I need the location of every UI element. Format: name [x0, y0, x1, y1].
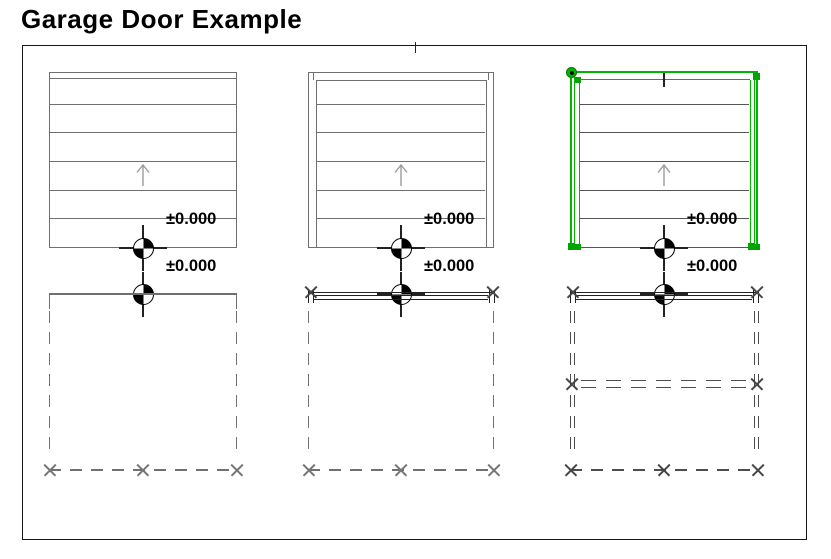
panel-line: [317, 218, 485, 219]
level-datum-icon: [653, 283, 675, 305]
level-label-top: ±0.000: [424, 210, 475, 228]
panel-line: [50, 190, 236, 191]
grip-handle[interactable]: [748, 243, 755, 250]
panel-line: [50, 131, 236, 133]
plan-header-top: [570, 291, 758, 294]
plan-header-mid: [314, 295, 488, 297]
panel-line: [317, 104, 485, 105]
plan-header-bottom: [576, 298, 752, 300]
level-label-bottom: ±0.000: [687, 256, 738, 275]
track-dashed-line: [581, 380, 747, 382]
grip-handle[interactable]: [754, 244, 760, 250]
panel-line: [580, 190, 749, 192]
plan-dashed-side: [307, 311, 309, 457]
plan-corner-drop: [235, 294, 237, 309]
grip-origin-icon[interactable]: [566, 67, 577, 78]
panel-line: [50, 77, 236, 79]
up-arrow-icon: [393, 163, 409, 187]
panel-line: [317, 190, 485, 191]
level-datum-icon: [653, 237, 675, 259]
panel-line: [317, 161, 485, 162]
panel-line: [580, 131, 749, 133]
frame-notch: [488, 73, 490, 80]
panel-line: [580, 218, 749, 220]
sheet-center-tick: [414, 41, 417, 53]
plan-dashed-side: [235, 311, 238, 457]
level-datum-icon: [390, 237, 412, 259]
top-center-tick: [663, 73, 665, 87]
panel-line: [580, 161, 749, 163]
plan-dashed-side: [493, 311, 495, 457]
drawing-border: [22, 45, 807, 540]
selected-jamb-line: [574, 73, 576, 247]
level-datum-icon: [132, 237, 154, 259]
selected-jamb-line: [754, 73, 756, 247]
plan-top-line: [49, 293, 237, 295]
page-title: Garage Door Example: [21, 4, 303, 34]
x-mark-icon: [751, 464, 764, 477]
track-dashed-line: [581, 386, 747, 388]
panel-line: [580, 104, 749, 106]
grip-handle[interactable]: [568, 243, 575, 250]
x-mark-icon: [564, 464, 577, 477]
x-mark-icon: [566, 286, 579, 299]
plan-header-bottom: [314, 298, 488, 300]
selected-jamb-line: [749, 80, 751, 247]
plan-header-top: [308, 291, 494, 294]
plan-header-mid: [576, 295, 752, 297]
frame-notch: [313, 73, 315, 80]
selected-frame-outline: [570, 71, 758, 248]
selected-jamb-line: [578, 80, 580, 247]
panel-line: [50, 161, 236, 162]
panel-line: [317, 131, 485, 133]
level-label-top: ±0.000: [687, 210, 738, 228]
x-mark-icon: [750, 377, 763, 390]
plan-dashed-side: [48, 311, 50, 457]
up-arrow-icon: [135, 163, 151, 187]
x-mark-icon: [565, 377, 578, 390]
grip-handle[interactable]: [575, 77, 581, 83]
level-label-top: ±0.000: [166, 210, 217, 228]
grip-handle[interactable]: [574, 244, 581, 250]
x-mark-icon: [750, 286, 763, 299]
level-label-bottom: ±0.000: [424, 256, 475, 275]
level-label-bottom: ±0.000: [166, 256, 217, 275]
up-arrow-icon: [656, 163, 672, 187]
x-mark-icon: [658, 464, 671, 477]
grip-handle[interactable]: [752, 72, 760, 80]
panel-line: [50, 218, 236, 219]
panel-line: [50, 104, 236, 105]
plan-corner-drop: [49, 294, 51, 309]
